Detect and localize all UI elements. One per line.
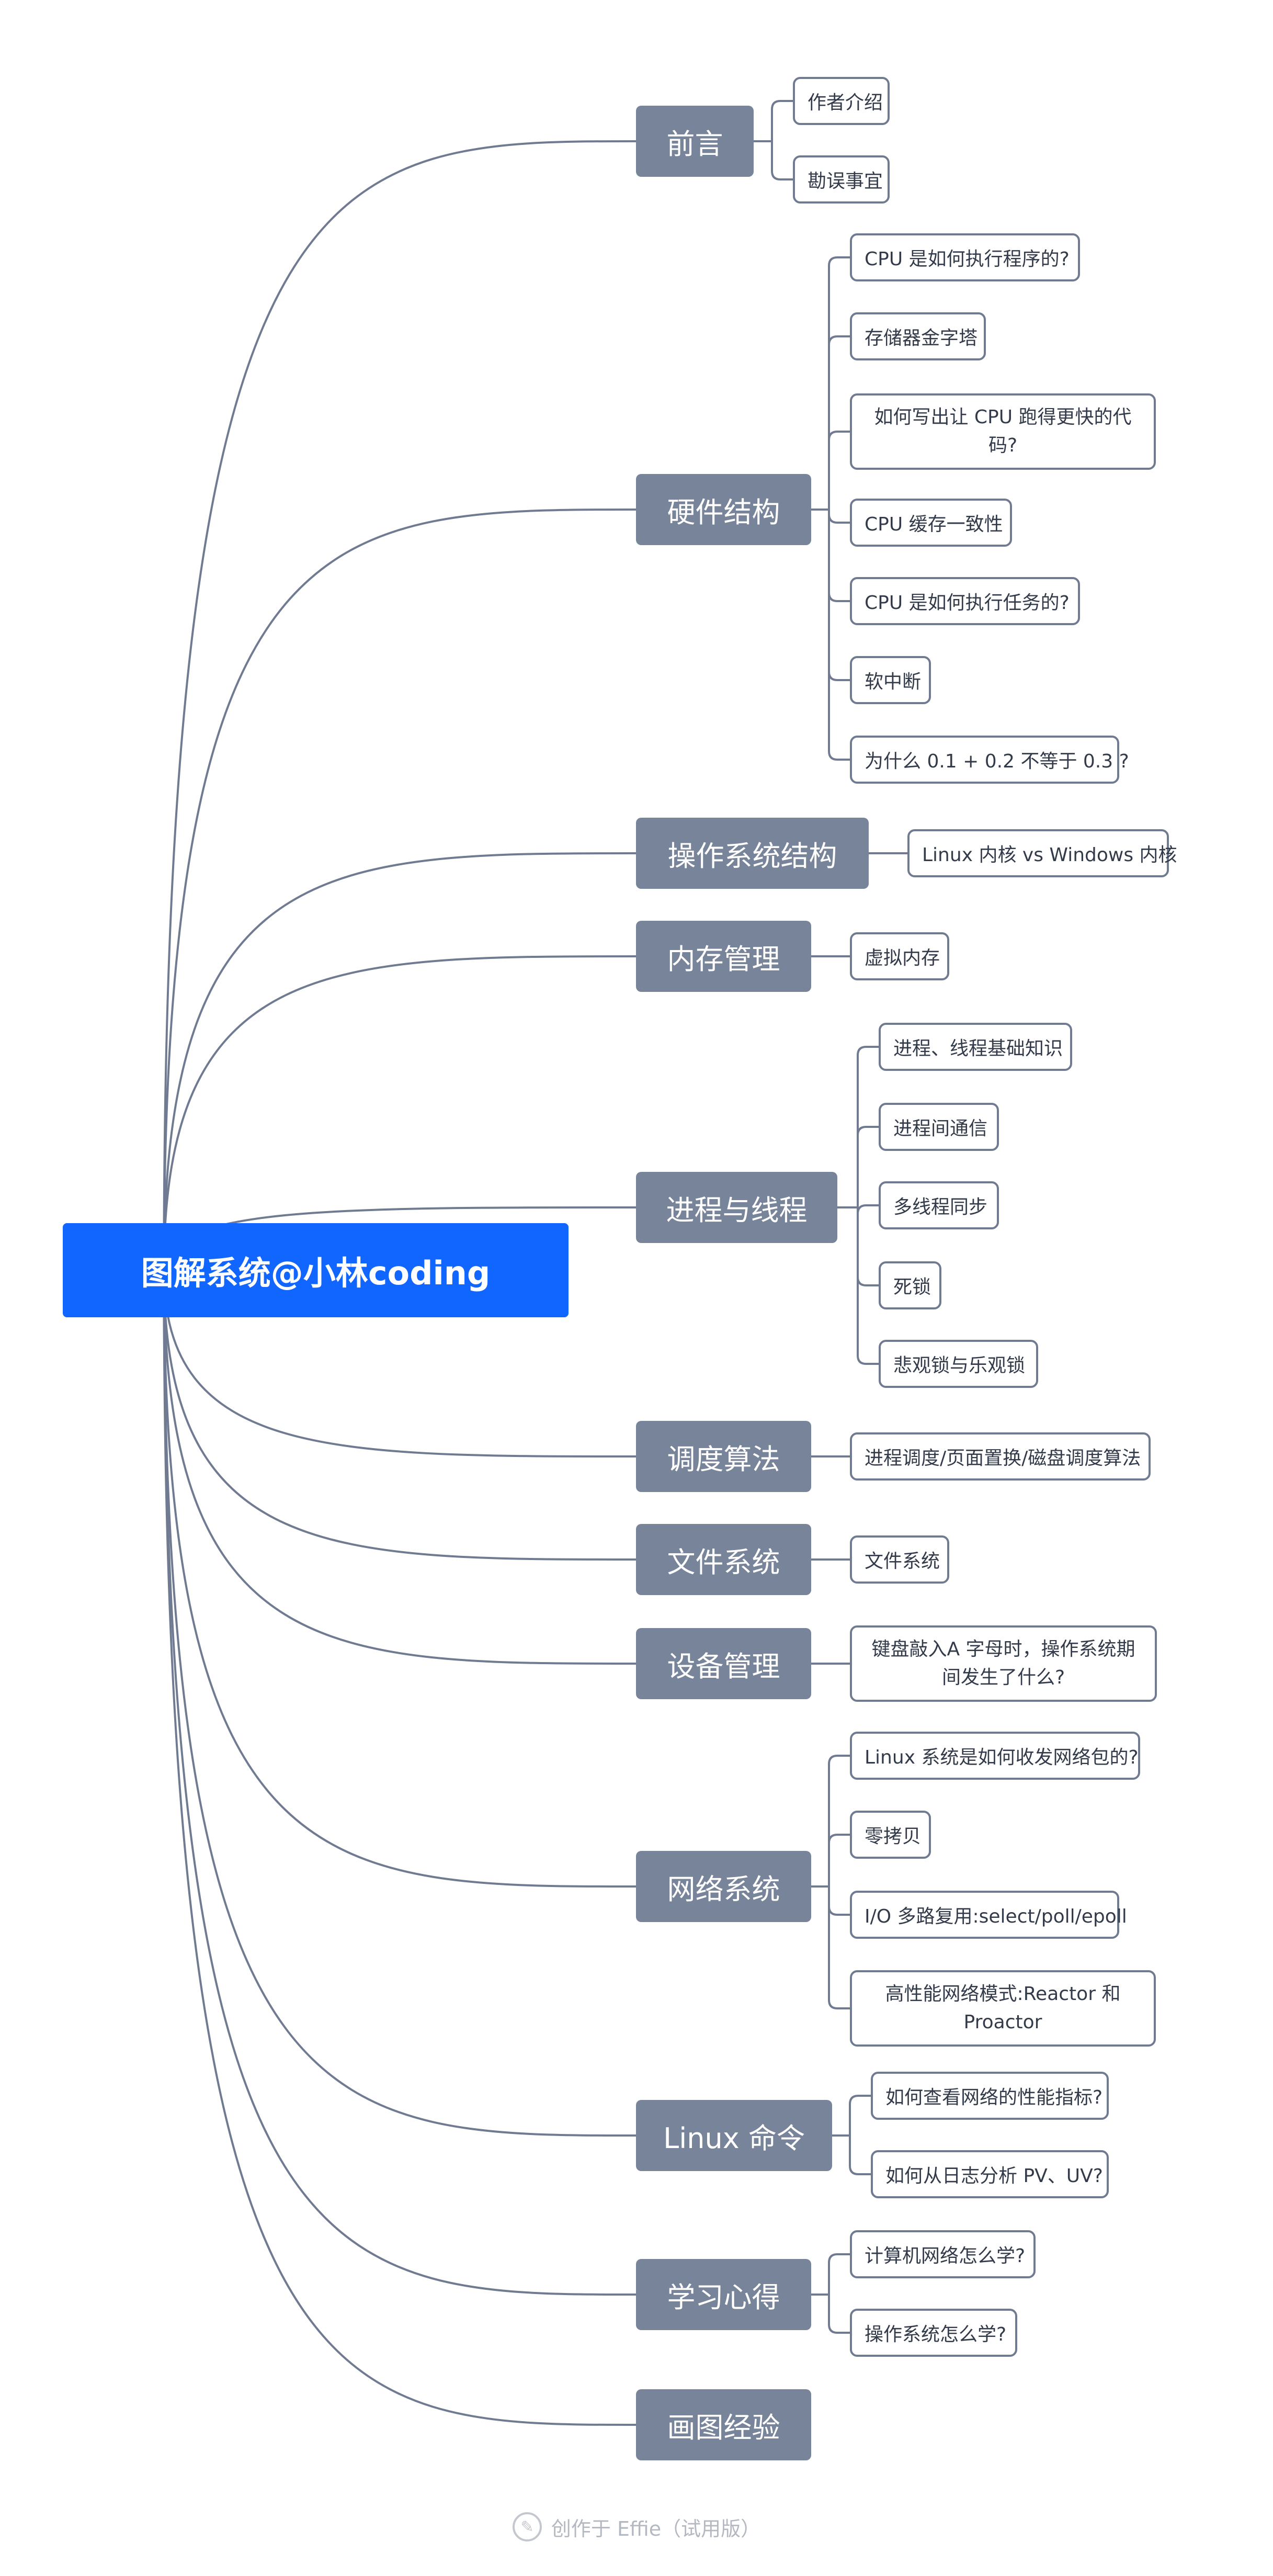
branch-process-thread[interactable]: 进程与线程	[636, 1172, 837, 1243]
root-to-branch-link	[163, 1270, 636, 2426]
root-to-branch-link	[163, 1270, 636, 2137]
branch-to-leaf-link	[828, 1834, 850, 1886]
branch-learning-notes[interactable]: 学习心得	[636, 2259, 811, 2330]
leaf-memory-pyramid[interactable]: 存储器金字塔	[850, 312, 986, 360]
root-to-branch-link	[163, 509, 636, 1271]
branch-to-leaf-link	[828, 1886, 850, 1916]
branch-device-management[interactable]: 设备管理	[636, 1628, 811, 1699]
branch-to-leaf-link	[771, 100, 793, 141]
leaf-deadlock[interactable]: 死锁	[879, 1261, 941, 1309]
root-to-branch-link	[163, 955, 636, 1271]
leaf-keyboard-input[interactable]: 键盘敲入A 字母时，操作系统期间发生了什么?	[850, 1625, 1157, 1702]
leaf-softirq[interactable]: 软中断	[850, 656, 931, 704]
branch-to-leaf-link	[857, 1046, 879, 1207]
root-to-branch-link	[163, 1270, 636, 1458]
root-to-branch-link	[163, 852, 636, 1271]
footer-watermark: ✎ 创作于 Effie（试用版）	[0, 2512, 1273, 2541]
root-to-branch-link	[163, 1270, 636, 1561]
branch-to-leaf-link	[857, 1126, 879, 1207]
branch-memory-management[interactable]: 内存管理	[636, 921, 811, 992]
branch-network[interactable]: 网络系统	[636, 1851, 811, 1922]
leaf-errata[interactable]: 勘误事宜	[793, 155, 890, 204]
branch-to-leaf-link	[828, 2253, 850, 2295]
effie-logo-icon: ✎	[512, 2512, 542, 2541]
footer-text: 创作于 Effie（试用版）	[551, 2517, 761, 2540]
branch-to-leaf-link	[828, 431, 850, 510]
leaf-learn-networking[interactable]: 计算机网络怎么学?	[850, 2230, 1036, 2278]
leaf-network-metrics[interactable]: 如何查看网络的性能指标?	[871, 2072, 1109, 2120]
leaf-ipc[interactable]: 进程间通信	[879, 1103, 999, 1151]
branch-hardware[interactable]: 硬件结构	[636, 474, 811, 545]
root-to-branch-link	[163, 140, 636, 1271]
leaf-cpu-exec-program[interactable]: CPU 是如何执行程序的?	[850, 233, 1080, 281]
leaf-cpu-exec-task[interactable]: CPU 是如何执行任务的?	[850, 577, 1080, 625]
branch-scheduling[interactable]: 调度算法	[636, 1421, 811, 1492]
root-to-branch-link	[163, 1270, 636, 1888]
branch-to-leaf-link	[849, 2095, 871, 2136]
leaf-cpu-cache-coherence[interactable]: CPU 缓存一致性	[850, 499, 1012, 547]
leaf-float-precision[interactable]: 为什么 0.1 + 0.2 不等于 0.3 ?	[850, 736, 1129, 784]
leaf-virtual-memory[interactable]: 虚拟内存	[850, 932, 949, 980]
branch-to-leaf-link	[828, 510, 850, 681]
branch-drawing-experience[interactable]: 画图经验	[636, 2389, 811, 2460]
leaf-linux-vs-windows-kernel[interactable]: Linux 内核 vs Windows 内核	[907, 829, 1177, 877]
leaf-log-pv-uv[interactable]: 如何从日志分析 PV、UV?	[871, 2150, 1109, 2198]
root-topic[interactable]: 图解系统@小林coding	[63, 1223, 569, 1317]
leaf-cpu-faster-code[interactable]: 如何写出让 CPU 跑得更快的代码?	[850, 393, 1156, 470]
branch-to-leaf-link	[828, 510, 850, 524]
branch-to-leaf-link	[857, 1207, 879, 1365]
branch-to-leaf-link	[828, 2295, 850, 2334]
leaf-learn-os[interactable]: 操作系统怎么学?	[850, 2309, 1017, 2357]
leaf-process-thread-basics[interactable]: 进程、线程基础知识	[879, 1023, 1072, 1071]
leaf-zero-copy[interactable]: 零拷贝	[850, 1811, 931, 1859]
leaf-filesystem[interactable]: 文件系统	[850, 1535, 949, 1584]
branch-preface[interactable]: 前言	[636, 106, 754, 177]
branch-to-leaf-link	[828, 256, 850, 510]
leaf-pessimistic-optimistic-lock[interactable]: 悲观锁与乐观锁	[879, 1340, 1038, 1388]
branch-to-leaf-link	[857, 1207, 879, 1286]
branch-linux-commands[interactable]: Linux 命令	[636, 2100, 832, 2171]
leaf-reactor-proactor[interactable]: 高性能网络模式:Reactor 和 Proactor	[850, 1970, 1156, 2047]
branch-to-leaf-link	[828, 1886, 850, 2009]
branch-to-leaf-link	[828, 510, 850, 761]
branch-to-leaf-link	[771, 141, 793, 180]
branch-to-leaf-link	[849, 2136, 871, 2175]
leaf-scheduling-algorithms[interactable]: 进程调度/页面置换/磁盘调度算法	[850, 1432, 1151, 1481]
leaf-thread-sync[interactable]: 多线程同步	[879, 1181, 999, 1229]
leaf-linux-packet-io[interactable]: Linux 系统是如何收发网络包的?	[850, 1732, 1140, 1780]
branch-os-structure[interactable]: 操作系统结构	[636, 818, 869, 889]
branch-to-leaf-link	[828, 335, 850, 510]
leaf-io-multiplexing[interactable]: I/O 多路复用:select/poll/epoll	[850, 1891, 1127, 1939]
branch-to-leaf-link	[857, 1204, 879, 1214]
branch-to-leaf-link	[828, 1755, 850, 1886]
root-to-branch-link	[163, 1270, 636, 2296]
root-to-branch-link	[163, 1270, 636, 1665]
branch-filesystem[interactable]: 文件系统	[636, 1524, 811, 1595]
leaf-author-intro[interactable]: 作者介绍	[793, 77, 890, 125]
